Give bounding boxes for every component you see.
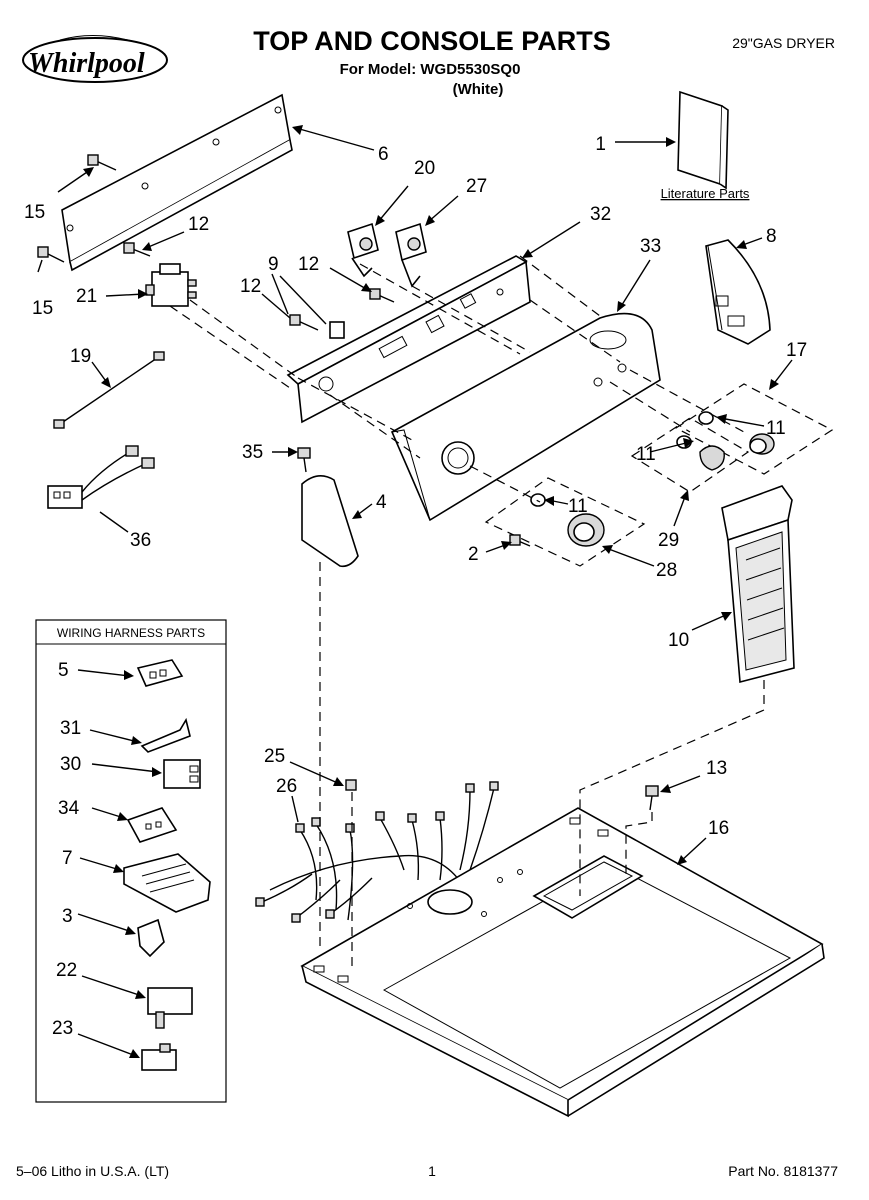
harness-36	[47, 445, 155, 509]
console-panel	[390, 312, 661, 522]
color-line: (White)	[453, 81, 504, 98]
page-title: TOP AND CONSOLE PARTS	[253, 26, 611, 56]
callout-32: 32	[590, 204, 611, 225]
callout-13: 13	[706, 758, 727, 779]
switch-20	[347, 222, 379, 278]
spring-clip-11-upper	[698, 411, 714, 425]
callout-17: 17	[786, 340, 807, 361]
spring-clip-11-lower	[530, 493, 546, 507]
callout-36: 36	[130, 530, 151, 551]
harness-part-5	[136, 659, 184, 687]
callout-16: 16	[708, 818, 729, 839]
callout-6: 6	[378, 144, 389, 165]
lint-screen	[721, 485, 795, 684]
console-clip-9	[329, 321, 345, 339]
knob-kit-17-outline	[674, 383, 834, 475]
callout-25: 25	[264, 746, 285, 767]
screw-15-bottom	[37, 246, 65, 263]
wiring-box-title: WIRING HARNESS PARTS	[57, 626, 205, 640]
callout-11-upper: 11	[766, 418, 786, 439]
console-end-cap	[705, 239, 771, 345]
screw-13	[645, 785, 659, 811]
screw-2	[509, 534, 531, 547]
harness-part-34	[126, 807, 178, 843]
callout-26: 26	[276, 776, 297, 797]
knob-kit-28-outline	[484, 477, 646, 567]
callout-29: 29	[658, 530, 679, 551]
screw-35	[297, 447, 311, 473]
callout-33: 33	[640, 236, 661, 257]
callout-15-bottom: 15	[32, 298, 53, 319]
switch-27	[395, 222, 427, 288]
footer-part-number: Part No. 8181377	[728, 1163, 838, 1179]
screw-12-mid	[289, 314, 319, 331]
footer-litho: 5–06 Litho in U.S.A. (LT)	[16, 1163, 169, 1179]
callout-12-lower: 12	[240, 276, 261, 297]
screw-12-left	[123, 242, 151, 257]
callout-7: 7	[62, 848, 73, 869]
screw-12-right	[369, 288, 395, 303]
literature-parts: Literature Parts	[661, 90, 750, 201]
callout-5: 5	[58, 660, 69, 681]
model-line: For Model: WGD5530SQ0	[340, 61, 521, 78]
callout-1: 1	[595, 134, 606, 155]
dryer-top-panel	[300, 807, 825, 1118]
harness-clip-25	[345, 779, 357, 791]
knob-28	[567, 513, 605, 547]
assembly-lines	[169, 255, 765, 968]
callout-9: 9	[268, 254, 279, 275]
literature-label: Literature Parts	[661, 186, 750, 201]
callout-2: 2	[468, 544, 479, 565]
callout-19: 19	[70, 346, 91, 367]
wire-19	[53, 351, 165, 429]
callout-35: 35	[242, 442, 263, 463]
callout-numbers: 1 2 3 4 5 6 7 8 9 10 11 11 11 12 12 12 1…	[24, 134, 807, 1039]
callout-31: 31	[60, 718, 81, 739]
callout-10: 10	[668, 630, 689, 651]
product-label: 29"GAS DRYER	[732, 35, 835, 51]
callout-34: 34	[58, 798, 80, 819]
push-to-start-switch	[145, 263, 197, 307]
callout-30: 30	[60, 754, 81, 775]
callout-8: 8	[766, 226, 777, 247]
harness-part-3	[137, 918, 165, 958]
footer-page-number: 1	[428, 1163, 436, 1179]
brand-wordmark: Whirlpool	[28, 48, 145, 79]
wiring-harness-parts-box: WIRING HARNESS PARTS	[35, 619, 227, 1103]
callout-11-middle: 11	[636, 444, 656, 465]
callout-20: 20	[414, 158, 435, 179]
callout-21: 21	[76, 286, 97, 307]
whirlpool-logo: Whirlpool	[22, 34, 168, 83]
console-mounting-bracket	[286, 255, 531, 424]
knob-29	[699, 445, 725, 471]
knob-kit-29-outline	[630, 417, 750, 493]
harness-part-23	[141, 1043, 177, 1071]
harness-part-22	[147, 987, 193, 1029]
callout-22: 22	[56, 960, 77, 981]
harness-part-30	[163, 759, 201, 789]
harness-part-31	[140, 717, 191, 753]
callout-27: 27	[466, 176, 487, 197]
screw-15-top	[87, 154, 117, 171]
callout-3: 3	[62, 906, 73, 927]
callout-4: 4	[376, 492, 387, 513]
callout-12-right: 12	[298, 254, 319, 275]
callout-15-top: 15	[24, 202, 45, 223]
callout-23: 23	[52, 1018, 73, 1039]
callout-11-lower: 11	[568, 496, 588, 517]
end-cap-left-4	[301, 475, 359, 568]
callout-12-left: 12	[188, 214, 209, 235]
leader-arrows	[37, 125, 793, 1058]
rear-console-bracket	[61, 93, 293, 272]
harness-part-7	[123, 853, 211, 913]
callout-28: 28	[656, 560, 677, 581]
knob-17	[749, 433, 775, 455]
